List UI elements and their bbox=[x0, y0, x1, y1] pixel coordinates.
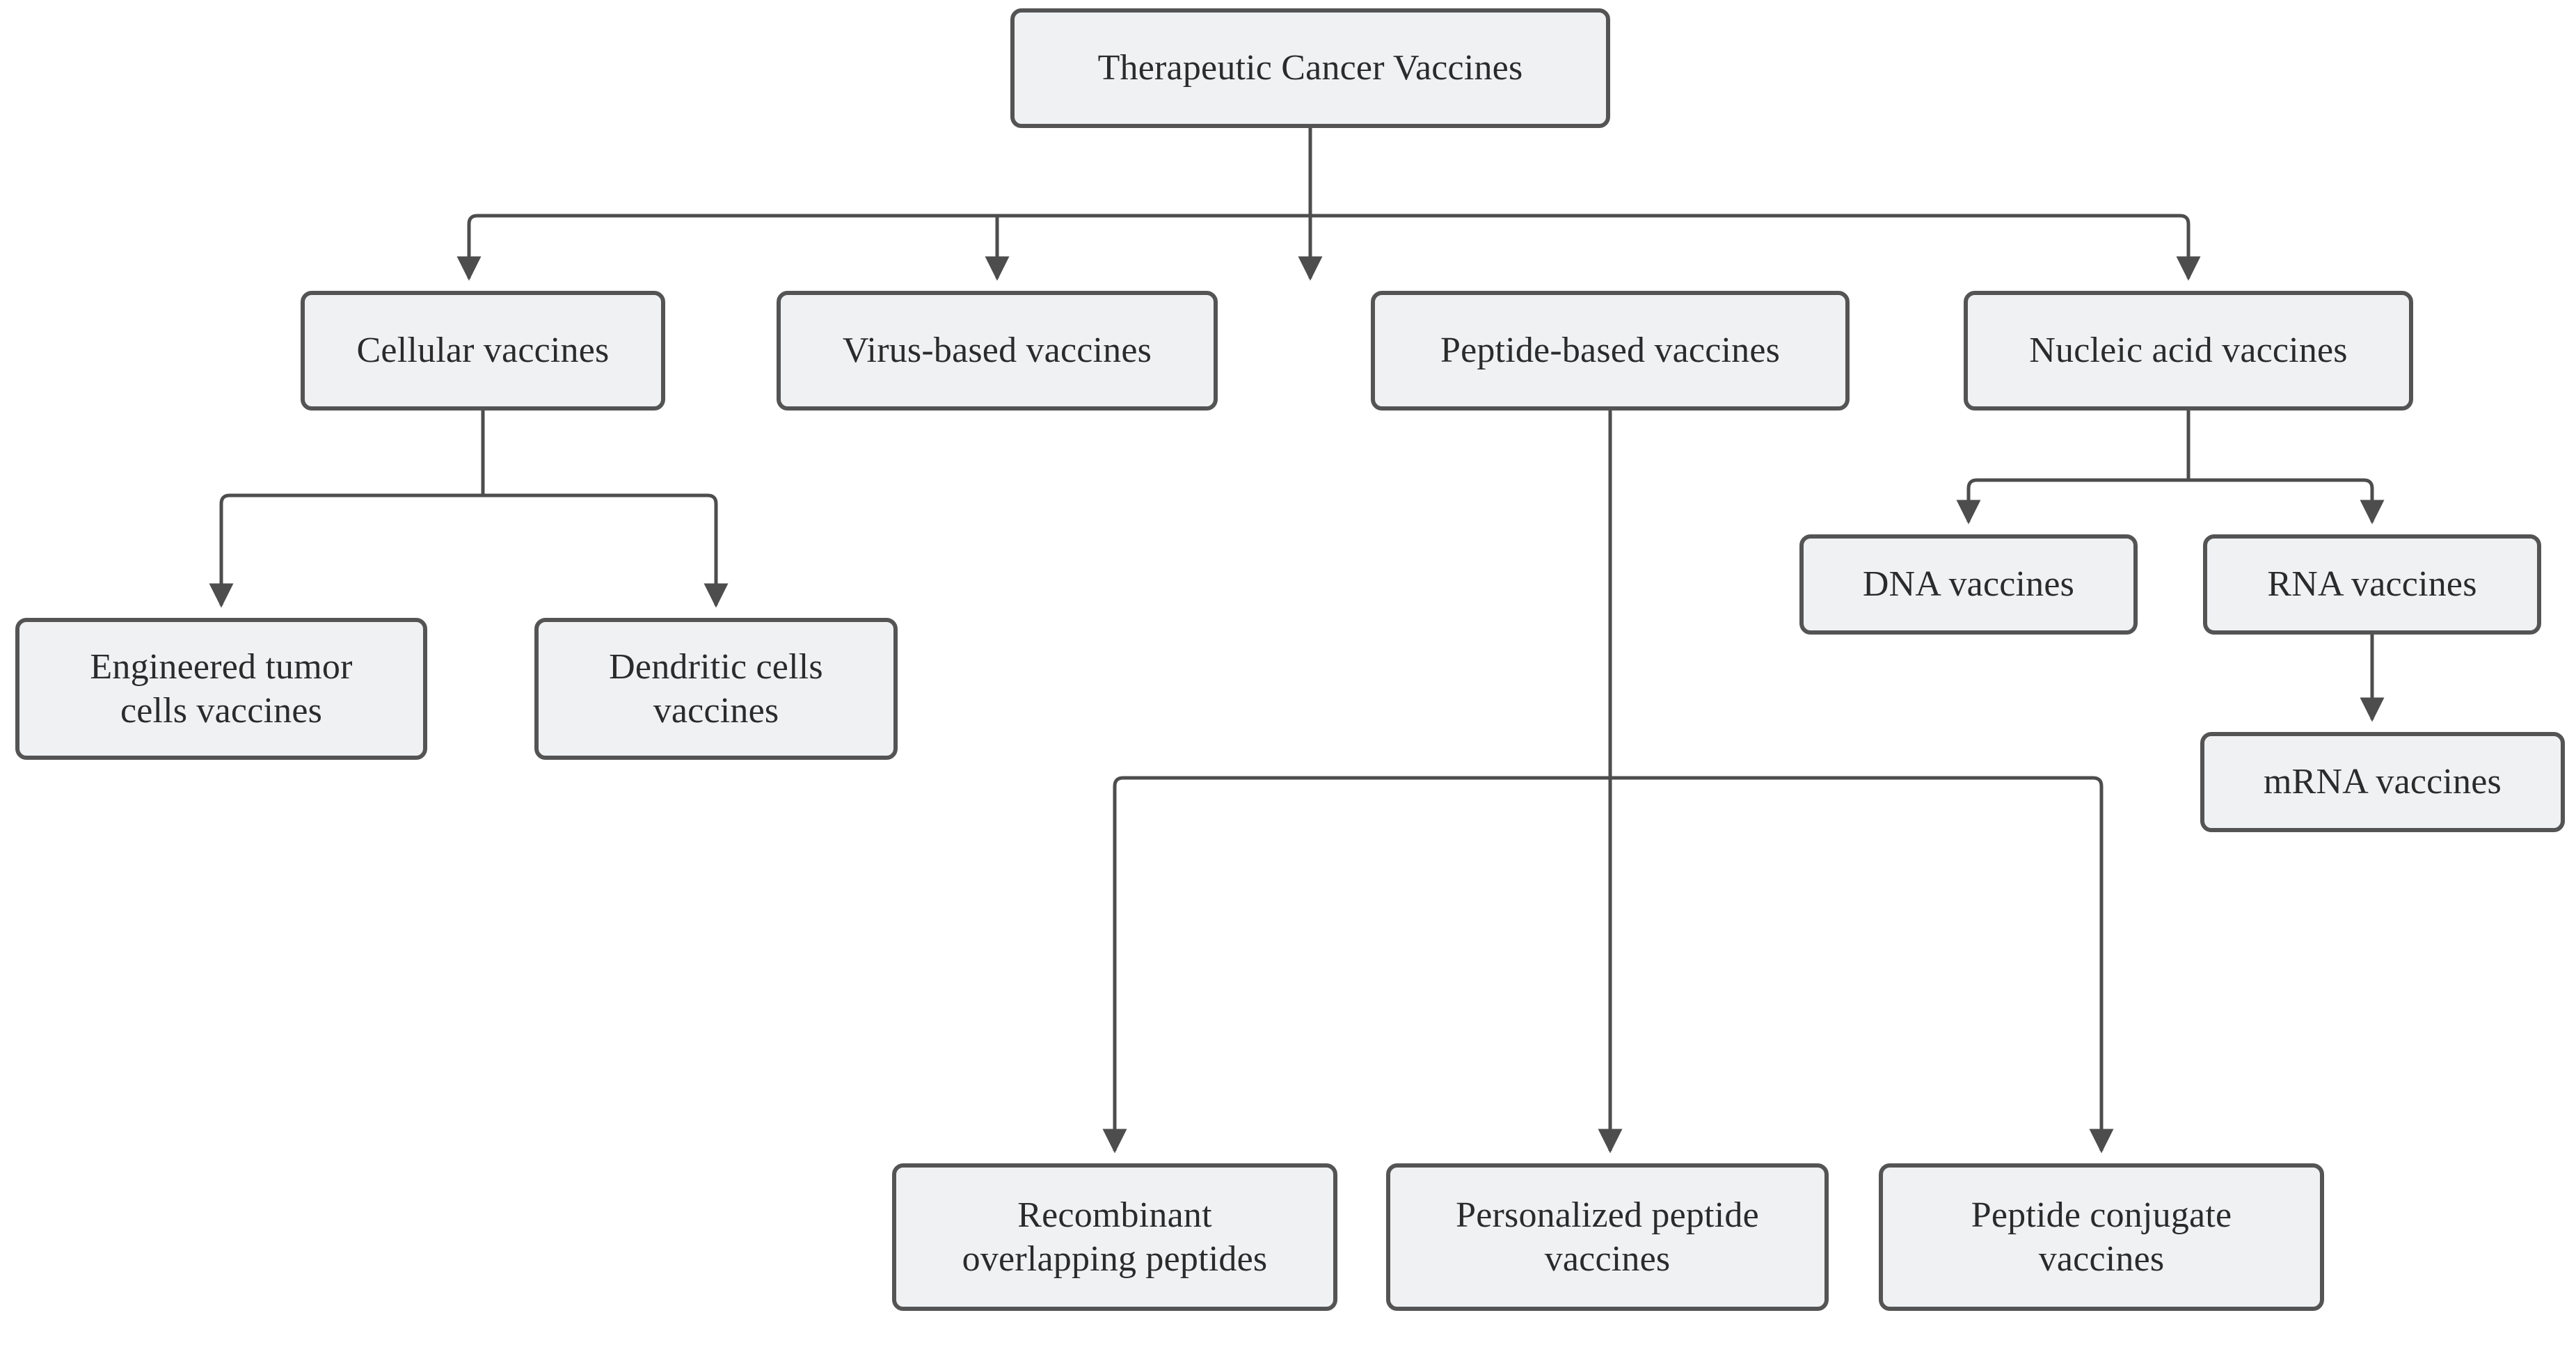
edge-cellular-to-engineered bbox=[209, 411, 485, 608]
edge-nucleic-to-dna bbox=[1956, 411, 2191, 525]
node-nucleic-acid-vaccines[interactable]: Nucleic acid vaccines bbox=[1964, 291, 2413, 411]
node-mrna-vaccines[interactable]: mRNA vaccines bbox=[2200, 732, 2565, 832]
edge-root-to-nucleic bbox=[1308, 128, 2201, 281]
node-label: Recombinant overlapping peptides bbox=[962, 1195, 1268, 1279]
node-cellular-vaccines[interactable]: Cellular vaccines bbox=[301, 291, 665, 411]
node-root[interactable]: Therapeutic Cancer Vaccines bbox=[1010, 8, 1610, 128]
node-label: Nucleic acid vaccines bbox=[2029, 330, 2348, 371]
node-label: DNA vaccines bbox=[1862, 564, 2075, 605]
node-label: mRNA vaccines bbox=[2264, 762, 2502, 802]
node-label: Dendritic cells vaccines bbox=[609, 646, 823, 731]
edge-root-to-cellular bbox=[456, 128, 1312, 281]
node-dendritic-cells-vaccines[interactable]: Dendritic cells vaccines bbox=[534, 618, 898, 760]
node-label: Peptide-based vaccines bbox=[1440, 330, 1781, 371]
node-recombinant-overlapping-peptides[interactable]: Recombinant overlapping peptides bbox=[892, 1163, 1337, 1311]
edge-group-root bbox=[456, 128, 2201, 281]
edge-root-to-virus bbox=[985, 128, 1312, 281]
node-peptide-based-vaccines[interactable]: Peptide-based vaccines bbox=[1371, 291, 1850, 411]
edge-group-peptide bbox=[1102, 411, 2114, 1154]
node-rna-vaccines[interactable]: RNA vaccines bbox=[2203, 534, 2541, 635]
node-label: Cellular vaccines bbox=[356, 330, 610, 371]
edge-peptide-to-conjugate bbox=[1608, 411, 2114, 1154]
edge-nucleic-to-rna bbox=[2186, 411, 2385, 525]
node-virus-based-vaccines[interactable]: Virus-based vaccines bbox=[777, 291, 1218, 411]
node-label: Engineered tumor cells vaccines bbox=[90, 646, 353, 731]
node-personalized-peptide-vaccines[interactable]: Personalized peptide vaccines bbox=[1386, 1163, 1829, 1311]
node-label: Peptide conjugate vaccines bbox=[1971, 1195, 2232, 1279]
node-peptide-conjugate-vaccines[interactable]: Peptide conjugate vaccines bbox=[1879, 1163, 2324, 1311]
node-label: Virus-based vaccines bbox=[842, 330, 1152, 371]
edge-peptide-to-recombinant bbox=[1102, 411, 1612, 1154]
edge-group-cellular bbox=[209, 411, 729, 608]
node-label: Personalized peptide vaccines bbox=[1456, 1195, 1759, 1279]
node-label: Therapeutic Cancer Vaccines bbox=[1097, 48, 1523, 88]
node-engineered-tumor-cells-vaccines[interactable]: Engineered tumor cells vaccines bbox=[15, 618, 427, 760]
node-dna-vaccines[interactable]: DNA vaccines bbox=[1799, 534, 2138, 635]
edge-cellular-to-dendritic bbox=[481, 411, 729, 608]
node-label: RNA vaccines bbox=[2267, 564, 2477, 605]
